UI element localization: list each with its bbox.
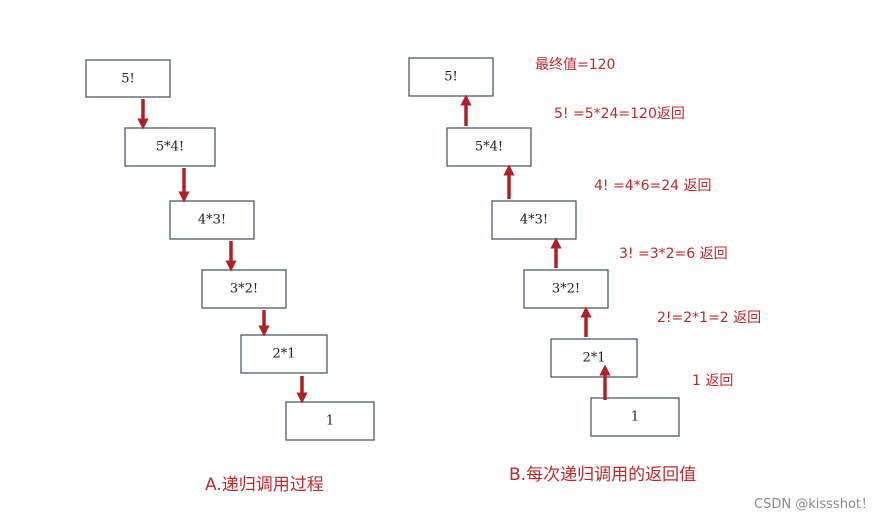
final-value-note: 最终值=120 bbox=[535, 57, 615, 73]
panel-b-box-4: 3*2! bbox=[523, 269, 609, 309]
panel-a-box-6-label: 1 bbox=[326, 414, 334, 429]
panel-b-box-6-label: 1 bbox=[631, 410, 639, 425]
panel-b-box-2: 5*4! bbox=[446, 127, 532, 167]
panel-b-box-2-label: 5*4! bbox=[475, 140, 503, 155]
panel-a-box-1-label: 5! bbox=[121, 72, 135, 87]
panel-b-box-5-label: 2*1 bbox=[582, 351, 605, 366]
watermark: CSDN @kissshot！ bbox=[754, 497, 874, 512]
panel-a-box-4-label: 3*2! bbox=[230, 282, 258, 297]
return-note-2: 4! =4*6=24 返回 bbox=[594, 178, 712, 194]
panel-a-caption: A.递归调用过程 bbox=[205, 475, 324, 495]
panel-b-box-1-label: 5! bbox=[444, 70, 458, 85]
panel-a-box-1: 5! bbox=[85, 59, 171, 98]
panel-a-box-3-label: 4*3! bbox=[198, 213, 226, 228]
panel-a-box-2-label: 5*4! bbox=[156, 140, 184, 155]
panel-b-caption: B.每次递归调用的返回值 bbox=[509, 465, 696, 485]
panel-b-box-3: 4*3! bbox=[491, 200, 577, 240]
panel-b-box-1: 5! bbox=[408, 57, 494, 97]
return-note-5: 1 返回 bbox=[692, 373, 733, 389]
panel-a-box-4: 3*2! bbox=[201, 269, 287, 309]
panel-b-box-5: 2*1 bbox=[550, 338, 638, 378]
return-note-3: 3! =3*2=6 返回 bbox=[619, 246, 728, 262]
panel-a-box-5-label: 2*1 bbox=[272, 347, 295, 362]
panel-b-box-6: 1 bbox=[590, 397, 680, 437]
panel-a: 5! 5*4! 4*3! 3*2! 2*1 1 A.递归调用过程 bbox=[85, 59, 375, 495]
return-note-4: 2!=2*1=2 返回 bbox=[657, 310, 761, 326]
return-note-1: 5! =5*24=120返回 bbox=[554, 106, 685, 122]
panel-a-box-2: 5*4! bbox=[124, 127, 216, 167]
panel-a-box-6: 1 bbox=[285, 401, 375, 441]
panel-b-box-3-label: 4*3! bbox=[520, 213, 548, 228]
panel-b-box-4-label: 3*2! bbox=[552, 282, 580, 297]
panel-b: 5! 5*4! 4*3! 3*2! 2*1 1 最终值=120 5! bbox=[408, 57, 761, 485]
panel-a-box-5: 2*1 bbox=[240, 334, 328, 374]
panel-a-box-3: 4*3! bbox=[169, 200, 255, 240]
